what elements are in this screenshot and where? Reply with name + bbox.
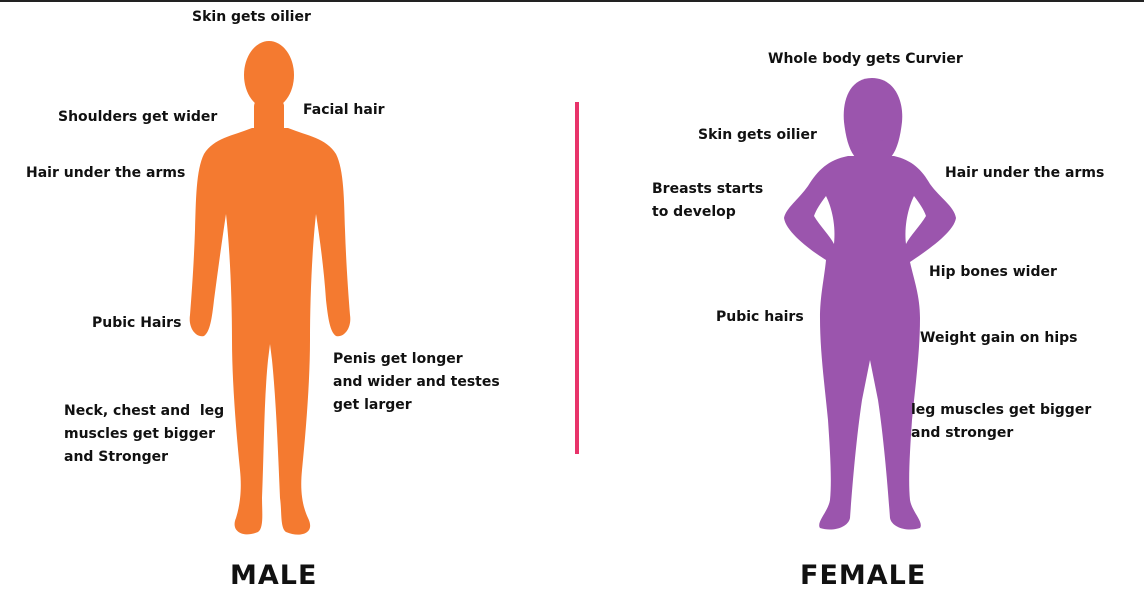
female-label-legs: leg muscles get bigger and stronger bbox=[911, 399, 1091, 445]
female-label-weight: Weight gain on hips bbox=[920, 327, 1077, 350]
female-label-breasts: Breasts starts to develop bbox=[652, 178, 763, 224]
male-label-facial-hair: Facial hair bbox=[303, 99, 385, 122]
female-label-curvier: Whole body gets Curvier bbox=[768, 48, 963, 71]
male-label-underarm: Hair under the arms bbox=[26, 162, 185, 185]
female-label-underarm: Hair under the arms bbox=[945, 162, 1104, 185]
male-label-pubic: Pubic Hairs bbox=[92, 312, 181, 335]
male-label-penis: Penis get longer and wider and testes ge… bbox=[333, 348, 500, 417]
male-label-muscles: Neck, chest and leg muscles get bigger a… bbox=[64, 400, 224, 469]
male-title: MALE bbox=[230, 560, 317, 591]
female-label-pubic: Pubic hairs bbox=[716, 306, 804, 329]
male-label-skin: Skin gets oilier bbox=[192, 6, 311, 29]
divider-line bbox=[575, 102, 579, 454]
female-label-skin: Skin gets oilier bbox=[698, 124, 817, 147]
male-label-shoulders: Shoulders get wider bbox=[58, 106, 217, 129]
female-title: FEMALE bbox=[800, 560, 926, 591]
female-label-hip-bones: Hip bones wider bbox=[929, 261, 1057, 284]
